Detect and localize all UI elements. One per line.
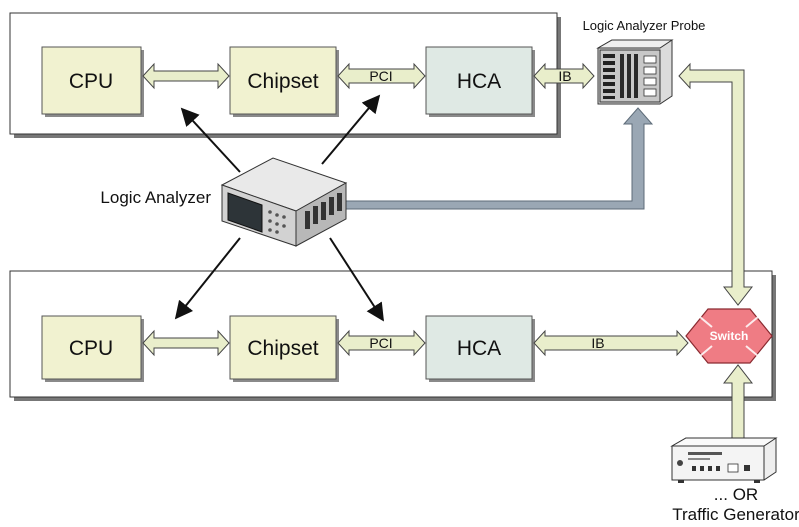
top-pci-label: PCI [369,68,392,84]
analyzer-probe-link [344,107,654,210]
switch-icon: Switch [685,308,773,364]
top-hca-block: HCA [425,46,535,117]
switch-label: Switch [710,329,749,343]
top-chipset-label: Chipset [247,70,318,93]
bottom-cpu-block: CPU [41,315,144,382]
bottom-pci-label: PCI [369,335,392,351]
logic-analyzer-probe-label: Logic Analyzer Probe [583,18,706,33]
top-hca-label: HCA [457,70,501,93]
top-ib-link: IB [533,62,595,90]
bottom-hca-block: HCA [425,315,535,382]
arrow-to-top-pci [321,94,381,165]
logic-analyzer-icon [220,157,348,247]
bottom-chipset-block: Chipset [229,315,339,382]
bottom-hca-label: HCA [457,337,501,360]
bottom-cpu-chipset-link [142,329,230,357]
probe-switch-link [678,62,754,306]
logic-analyzer-probe-icon [596,39,674,105]
arrow-to-bottom-pci [329,237,384,322]
arrow-to-bottom-cpu-chipset [174,237,241,320]
top-cpu-label: CPU [69,70,113,93]
bottom-ib-label: IB [591,335,604,351]
or-label: ... OR [714,485,758,504]
logic-analyzer-label: Logic Analyzer [100,188,211,207]
traffic-generator-icon [670,437,778,483]
bottom-ib-link: IB [533,329,689,357]
top-pci-link: PCI [337,62,426,90]
top-cpu-block: CPU [41,46,144,117]
arrow-to-top-cpu-chipset [180,107,241,173]
bottom-cpu-label: CPU [69,337,113,360]
top-cpu-chipset-link [142,62,230,90]
traffic-generator-label: Traffic Generator [672,505,799,524]
top-chipset-block: Chipset [229,46,339,117]
bottom-chipset-label: Chipset [247,337,318,360]
bottom-pci-link: PCI [337,329,426,357]
top-ib-label: IB [558,68,571,84]
traffic-generator-link [722,364,754,439]
analyzer-probe-arrows [174,94,384,322]
